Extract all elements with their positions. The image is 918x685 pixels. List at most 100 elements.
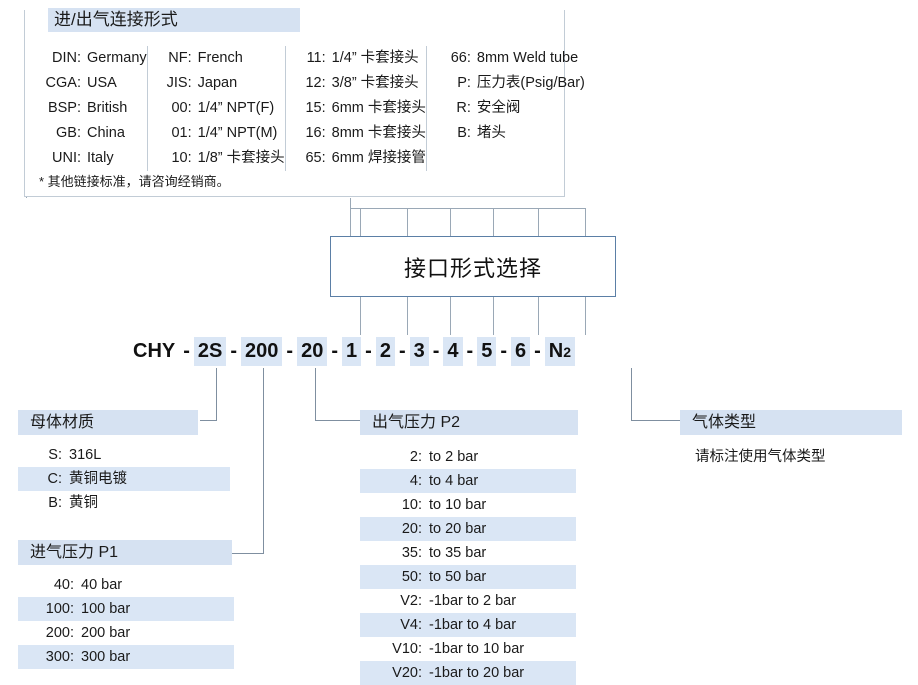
- connection-accessory-column: 66: 8mm Weld tube P: 压力表(Psig/Bar) R: 安全…: [425, 46, 585, 171]
- row-desc: to 35 bar: [429, 545, 487, 561]
- item-desc: 6mm 焊接接管: [331, 150, 426, 166]
- table-row: 200: 200 bar: [18, 621, 234, 645]
- row-desc: -1bar to 20 bar: [429, 665, 525, 681]
- material-panel-title: 母体材质: [18, 410, 198, 435]
- row-desc: 200 bar: [81, 625, 131, 641]
- item-code: 65:: [305, 150, 326, 166]
- row-code: 200:: [45, 625, 74, 641]
- code-segment-prefix[interactable]: CHY: [133, 339, 176, 362]
- code-segment-interface-2[interactable]: 2: [375, 336, 395, 366]
- code-separator: -: [432, 339, 440, 362]
- list-item: 01: 1/4” NPT(M): [162, 121, 285, 146]
- code-segment-interface-5[interactable]: 5: [477, 336, 497, 366]
- code-separator: -: [331, 339, 339, 362]
- row-desc: -1bar to 10 bar: [429, 641, 525, 657]
- list-item: DIN: Germany: [39, 46, 147, 71]
- item-desc: 1/4” 卡套接头: [331, 50, 419, 66]
- item-desc: French: [197, 50, 243, 66]
- selector-feed-line-5: [538, 208, 539, 236]
- row-desc: to 10 bar: [429, 497, 487, 513]
- connector-gas-horizontal: [631, 420, 681, 421]
- list-item: R: 安全阀: [441, 96, 585, 121]
- row-code: 4:: [409, 473, 422, 489]
- row-code: C:: [47, 471, 63, 487]
- inlet-pressure-panel-title: 进气压力 P1: [18, 540, 232, 565]
- selector-drop-line-5: [538, 297, 539, 335]
- connector-top-panel-to-selector: [350, 198, 351, 236]
- table-row: V2: -1bar to 2 bar: [360, 589, 576, 613]
- item-desc: 8mm 卡套接头: [331, 125, 426, 141]
- selector-drop-line-2: [407, 297, 408, 335]
- code-segment-outlet-pressure[interactable]: 20: [297, 336, 328, 366]
- row-desc: 黄铜电镀: [69, 471, 127, 487]
- table-row: 50: to 50 bar: [360, 565, 576, 589]
- table-row: 10: to 10 bar: [360, 493, 576, 517]
- row-desc: 316L: [69, 447, 102, 463]
- row-desc: to 2 bar: [429, 449, 479, 465]
- code-segment-interface-4[interactable]: 4: [443, 336, 463, 366]
- list-item: 00: 1/4” NPT(F): [162, 96, 285, 121]
- item-desc: 6mm 卡套接头: [331, 100, 426, 116]
- connector-gas-vertical: [631, 368, 632, 420]
- list-item: UNI: Italy: [39, 146, 147, 171]
- table-row: S: 316L: [18, 443, 230, 467]
- code-segment-inlet-pressure[interactable]: 200: [241, 336, 283, 366]
- code-segment-material[interactable]: 2S: [193, 336, 227, 366]
- connector-material-vertical: [216, 368, 217, 420]
- item-code: 12:: [305, 75, 326, 91]
- selector-drop-line-3: [450, 297, 451, 335]
- list-item: BSP: British: [39, 96, 147, 121]
- connection-type-columns: DIN: Germany CGA: USA BSP: British GB: C…: [25, 46, 585, 171]
- item-desc: 堵头: [476, 125, 506, 141]
- row-desc: 40 bar: [81, 577, 123, 593]
- item-code: 01:: [171, 125, 192, 141]
- row-code: 100:: [45, 601, 74, 617]
- item-desc: China: [87, 125, 125, 141]
- list-item: P: 压力表(Psig/Bar): [441, 71, 585, 96]
- gas-type-panel-title: 气体类型: [680, 410, 902, 435]
- table-row: 4: to 4 bar: [360, 469, 576, 493]
- item-desc: Germany: [87, 50, 147, 66]
- interface-type-selector-box[interactable]: 接口形式选择: [330, 236, 616, 297]
- selector-drop-line-6: [585, 297, 586, 335]
- item-desc: 3/8” 卡套接头: [331, 75, 419, 91]
- list-item: JIS: Japan: [162, 71, 285, 96]
- table-row: 40: 40 bar: [18, 573, 234, 597]
- code-separator: -: [398, 339, 406, 362]
- item-desc: 1/4” NPT(M): [197, 125, 278, 141]
- code-segment-interface-1[interactable]: 1: [342, 336, 362, 366]
- row-desc: -1bar to 2 bar: [429, 593, 517, 609]
- item-code: DIN:: [52, 50, 81, 66]
- item-desc: 1/8” 卡套接头: [197, 150, 285, 166]
- row-desc: 100 bar: [81, 601, 131, 617]
- selector-feed-line-1: [360, 208, 361, 236]
- row-code: V2:: [400, 593, 422, 609]
- item-code: 10:: [171, 150, 192, 166]
- item-code: 11:: [306, 50, 326, 66]
- code-segment-gas-type[interactable]: N2: [544, 336, 576, 366]
- connector-material-horizontal: [200, 420, 217, 421]
- selector-drop-line-4: [493, 297, 494, 335]
- list-item: 10: 1/8” 卡套接头: [162, 146, 285, 171]
- list-item: 65: 6mm 焊接接管: [300, 146, 426, 171]
- item-code: BSP:: [47, 100, 81, 116]
- interface-type-selector-label: 接口形式选择: [403, 255, 542, 281]
- table-row: 2: to 2 bar: [360, 445, 576, 469]
- row-code: V4:: [400, 617, 422, 633]
- row-code: 300:: [45, 649, 74, 665]
- item-code: P:: [457, 75, 471, 91]
- table-row: 35: to 35 bar: [360, 541, 576, 565]
- code-segment-interface-6[interactable]: 6: [511, 336, 531, 366]
- row-code: 10:: [401, 497, 422, 513]
- item-code: B:: [457, 125, 471, 141]
- code-segment-interface-3[interactable]: 3: [409, 336, 429, 366]
- list-item: 16: 8mm 卡套接头: [300, 121, 426, 146]
- table-row: C: 黄铜电镀: [18, 467, 230, 491]
- row-code: B:: [48, 495, 62, 511]
- connection-type-panel: DIN: Germany CGA: USA BSP: British GB: C…: [24, 10, 585, 197]
- table-row: V20: -1bar to 20 bar: [360, 661, 576, 685]
- item-code: CGA:: [45, 75, 81, 91]
- item-code: GB:: [56, 125, 81, 141]
- list-item: 11: 1/4” 卡套接头: [300, 46, 426, 71]
